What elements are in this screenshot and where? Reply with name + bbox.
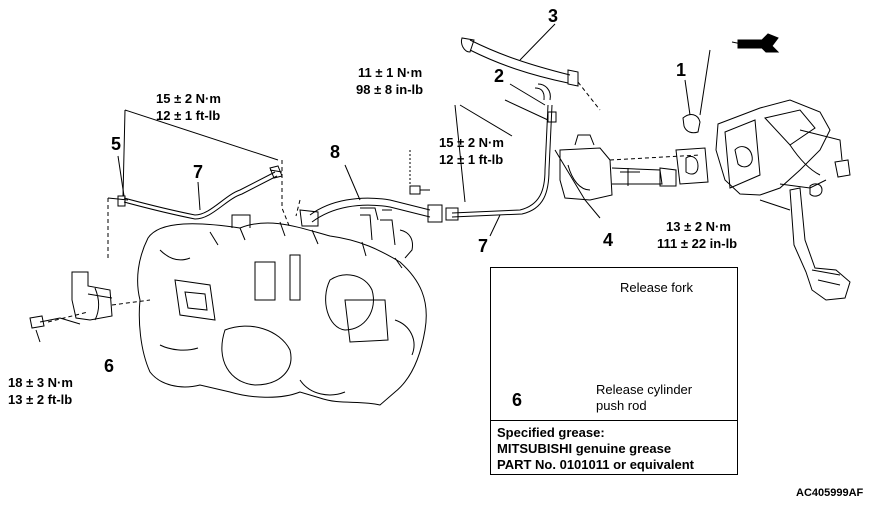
clutch-pedal [789, 187, 851, 301]
torque-release-bolt-ftlb: 13 ± 2 ft-lb [8, 392, 73, 407]
clutch-hose [309, 197, 431, 216]
grease-note-line2: MITSUBISHI genuine grease [497, 441, 672, 456]
inset-release-fork-label: Release fork [620, 280, 693, 295]
master-cylinder [559, 147, 613, 201]
torque-left-hose-nm: 15 ± 2 N·m [156, 91, 221, 106]
inset-push-rod-label-line1: Release cylinder [596, 382, 693, 397]
callout-4: 4 [603, 230, 614, 250]
specified-grease-note: Specified grease: MITSUBISHI genuine gre… [490, 420, 738, 475]
grease-note-line1: Specified grease: [497, 425, 605, 440]
inset-callout-6: 6 [512, 390, 523, 410]
callout-2: 2 [494, 66, 505, 86]
pedal-bracket [715, 99, 831, 196]
torque-bolt-nm: 11 ± 1 N·m [358, 65, 423, 80]
callout-7-right: 7 [478, 236, 489, 256]
grease-note-line3: PART No. 0101011 or equivalent [497, 457, 694, 472]
torque-pedal-inlb: 111 ± 22 in-lb [657, 236, 738, 251]
callout-5: 5 [111, 134, 122, 154]
release-cylinder [71, 271, 113, 321]
reservoir-hose [469, 39, 571, 76]
callout-6: 6 [104, 356, 115, 376]
torque-left-hose-ftlb: 12 ± 1 ft-lb [156, 108, 221, 123]
grease-brush-icon [737, 33, 780, 53]
torque-bolt-inlb: 98 ± 8 in-lb [356, 82, 424, 97]
torque-pedal-nm: 13 ± 2 N·m [666, 219, 731, 234]
figure-reference-code: AC405999AF [796, 487, 864, 499]
torque-pipe-nm: 15 ± 2 N·m [439, 135, 504, 150]
clutch-pipe-right [451, 104, 549, 214]
callout-1: 1 [676, 60, 687, 80]
callout-3: 3 [548, 6, 559, 26]
torque-release-bolt-nm: 18 ± 3 N·m [8, 375, 73, 390]
callout-7-left: 7 [193, 162, 204, 182]
callout-8: 8 [330, 142, 341, 162]
clutch-pipe-left [123, 171, 276, 216]
transaxle-outline [137, 222, 427, 406]
torque-pipe-ftlb: 12 ± 1 ft-lb [439, 152, 504, 167]
inset-push-rod-label-line2: push rod [596, 398, 647, 413]
